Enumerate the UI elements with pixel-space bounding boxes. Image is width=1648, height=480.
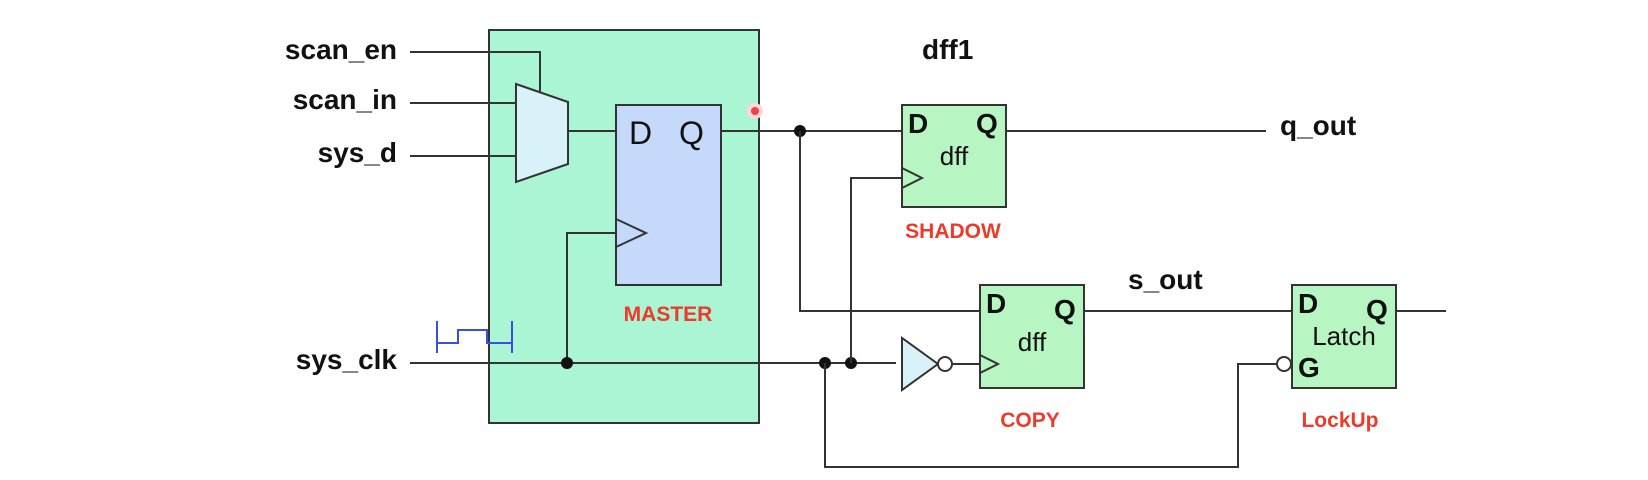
lockup-label: LockUp — [1301, 409, 1378, 432]
copy-clock-triangle — [979, 354, 1001, 374]
lockup-pin-g: G — [1298, 352, 1320, 383]
junction-dot — [561, 357, 573, 369]
copy-pin-d: D — [986, 288, 1006, 319]
scan-mux[interactable] — [515, 82, 569, 184]
shadow-flop[interactable] — [901, 104, 1007, 208]
lockup-cell-type: Latch — [1312, 321, 1376, 351]
copy-d-wire — [799, 131, 980, 312]
lockup-pin-q: Q — [1366, 294, 1388, 325]
copy-pin-q: Q — [1054, 294, 1076, 325]
sys-d-label: sys_d — [318, 137, 397, 168]
copy-flop[interactable] — [979, 284, 1085, 389]
shadow-cell-type: dff — [940, 141, 969, 171]
master-clock-triangle — [615, 218, 649, 248]
probe-marker — [751, 107, 759, 115]
shadow-label: SHADOW — [905, 220, 1001, 243]
clock-waveform-icon — [436, 321, 513, 353]
master-flop[interactable] — [615, 104, 722, 286]
q-out-label: q_out — [1280, 110, 1356, 141]
shadow-pin-d: D — [908, 108, 928, 139]
master-pin-d: D — [629, 115, 652, 151]
lockup-g-bubble — [1276, 356, 1292, 372]
shadow-pin-q: Q — [976, 108, 998, 139]
lockup-pin-d: D — [1298, 288, 1318, 319]
scan-in-label: scan_in — [293, 84, 397, 115]
lockup-gate-wire — [824, 363, 1277, 468]
sys-clk-label: sys_clk — [296, 344, 398, 375]
shadow-clk-wire — [850, 177, 902, 363]
master-pin-q: Q — [679, 115, 704, 151]
scan-en-wire — [410, 51, 541, 92]
master-label: MASTER — [624, 303, 713, 326]
lockup-latch[interactable] — [1291, 284, 1397, 389]
copy-cell-type: dff — [1018, 327, 1047, 357]
inverter-bubble — [937, 356, 953, 372]
shadow-clock-triangle — [901, 167, 925, 189]
clock-inverter[interactable] — [901, 336, 940, 392]
s-out-label: s_out — [1128, 264, 1203, 295]
copy-label: COPY — [1000, 409, 1060, 432]
scan-en-label: scan_en — [285, 34, 397, 65]
dff1-title: dff1 — [922, 34, 973, 65]
master-clk-wire — [566, 232, 616, 363]
